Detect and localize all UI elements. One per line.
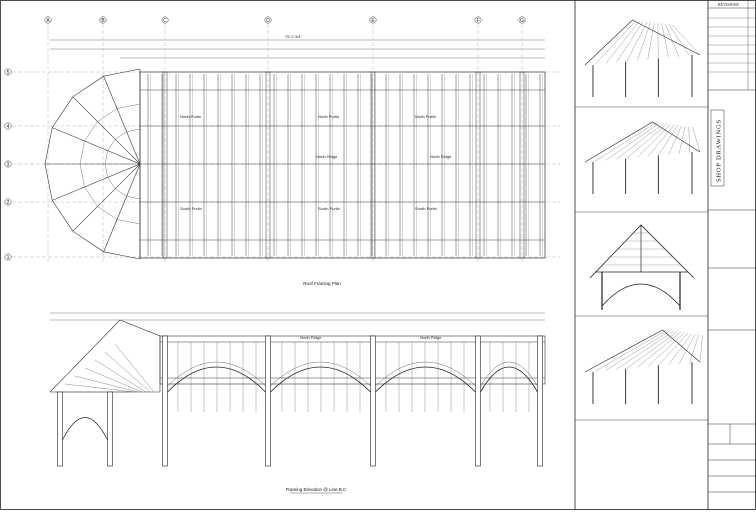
elev-hip-jack: [65, 384, 134, 392]
iso-rafter: [606, 331, 670, 370]
grid-row-label: 3: [7, 162, 10, 168]
elev-hip-outline: [50, 320, 160, 392]
overall-dimension-text: 75'-0 3/4": [285, 34, 302, 39]
iso-rafter: [679, 334, 695, 364]
iso-view-gable-frame: [585, 20, 700, 97]
plan-south-purlin-label: South Purlin: [180, 206, 202, 211]
plan-hip-rafter: [52, 128, 140, 164]
iso-rafter: [679, 126, 685, 154]
iso-rafter: [689, 127, 690, 153]
plan-purlin-label-3: North Purlin: [415, 114, 436, 119]
elev-arch-brace: [168, 367, 266, 392]
grid-row-label: 2: [7, 200, 10, 206]
plan-ridge-label-2: North Ridge: [430, 154, 452, 159]
elev-arch-brace: [376, 367, 476, 392]
elev-ridge-label: North Ridge: [300, 335, 322, 340]
iso-rafter: [585, 122, 653, 162]
elev-post: [163, 336, 168, 466]
plan-ridge-label: North Ridge: [316, 154, 338, 159]
iso-truss-arch: [602, 284, 680, 306]
grid-row-label: 5: [7, 70, 10, 76]
iso-view-perspective: [585, 122, 700, 194]
plan-hip-rafter: [73, 164, 140, 231]
grid-column-label: G: [520, 18, 524, 24]
iso-rafter: [606, 123, 660, 160]
iso-roof-outline: [585, 330, 700, 372]
grid-row-label: 1: [7, 255, 10, 261]
elev-hip-post: [58, 392, 63, 466]
iso-rafter: [658, 333, 688, 365]
iso-rafter: [595, 20, 636, 64]
plan-hip-rafter: [104, 164, 140, 252]
grid-row-label: 4: [7, 124, 10, 130]
iso-rafter: [673, 25, 701, 55]
revision-rows: [708, 18, 756, 72]
plan-rafters: [148, 74, 543, 256]
elev-hip-post: [108, 392, 113, 466]
elev-arch-brace-inner: [376, 362, 476, 386]
plan-south-purlin-label-2: South Purlin: [318, 206, 340, 211]
isometric-views: [575, 20, 708, 420]
iso-rafter: [595, 330, 666, 371]
grid-column-label: C: [163, 18, 167, 24]
grid-column-label: F: [476, 18, 479, 24]
plan-hip-rafter: [52, 164, 140, 200]
elev-post: [266, 336, 271, 466]
elev-posts: [163, 336, 543, 466]
iso-rafter: [690, 335, 699, 363]
iso-rafter: [637, 124, 670, 157]
iso-rafter: [616, 123, 663, 159]
iso-rafter: [616, 21, 643, 62]
grid-column-label: D: [266, 18, 270, 24]
framing-elevation: North Ridge North Ridge Framing Elevatio…: [50, 313, 545, 493]
plan-hip-rafter: [104, 76, 140, 164]
iso-rafter: [595, 122, 656, 161]
iso-rafter: [669, 126, 682, 155]
elev-hip-jack: [75, 376, 138, 392]
iso-rafter: [627, 124, 667, 159]
iso-rafter: [627, 332, 677, 369]
elev-hip-end: [50, 320, 160, 466]
plan-south-purlin-label-3: South Purlin: [415, 206, 437, 211]
iso-rafter: [700, 335, 703, 362]
iso-rafter: [585, 20, 633, 65]
elev-arch-brace: [271, 367, 371, 392]
plan-hip-fan: [45, 69, 140, 259]
elev-rafters: [165, 342, 529, 412]
elev-post: [476, 336, 481, 466]
elev-hip-brace: [63, 418, 108, 441]
elev-hip-jack: [95, 360, 146, 392]
elev-arch-brace-inner: [271, 362, 371, 386]
grid-row-bubbles: 5 4 3 2 1: [5, 69, 560, 261]
iso-rafter: [648, 125, 675, 157]
plan-purlin-label-2: North Purlin: [318, 114, 339, 119]
plan-hip-rafter: [73, 97, 140, 164]
elevation-caption: Framing Elevation @ Line B,C: [286, 487, 347, 492]
iso-view-long-perspective: [585, 330, 703, 404]
plan-caption: Roof Framing Plan: [303, 281, 341, 286]
sheet-title: SHOP DRAWINGS: [716, 119, 723, 182]
iso-roof-outline: [585, 20, 700, 65]
iso-rafter: [662, 24, 669, 58]
iso-rafter: [606, 21, 640, 63]
title-block: REVISIONS SHOP DRAWINGS: [708, 0, 756, 492]
elev-arched-braces: [168, 362, 538, 392]
elev-arch-brace-inner: [168, 362, 266, 386]
revisions-header: REVISIONS: [718, 2, 739, 7]
elev-post: [371, 336, 376, 466]
plan-purlin-label: North Purlin: [180, 114, 201, 119]
elev-post: [538, 336, 543, 466]
elev-ridge-label-2: North Ridge: [420, 335, 442, 340]
iso-view-end-truss: [590, 225, 694, 310]
